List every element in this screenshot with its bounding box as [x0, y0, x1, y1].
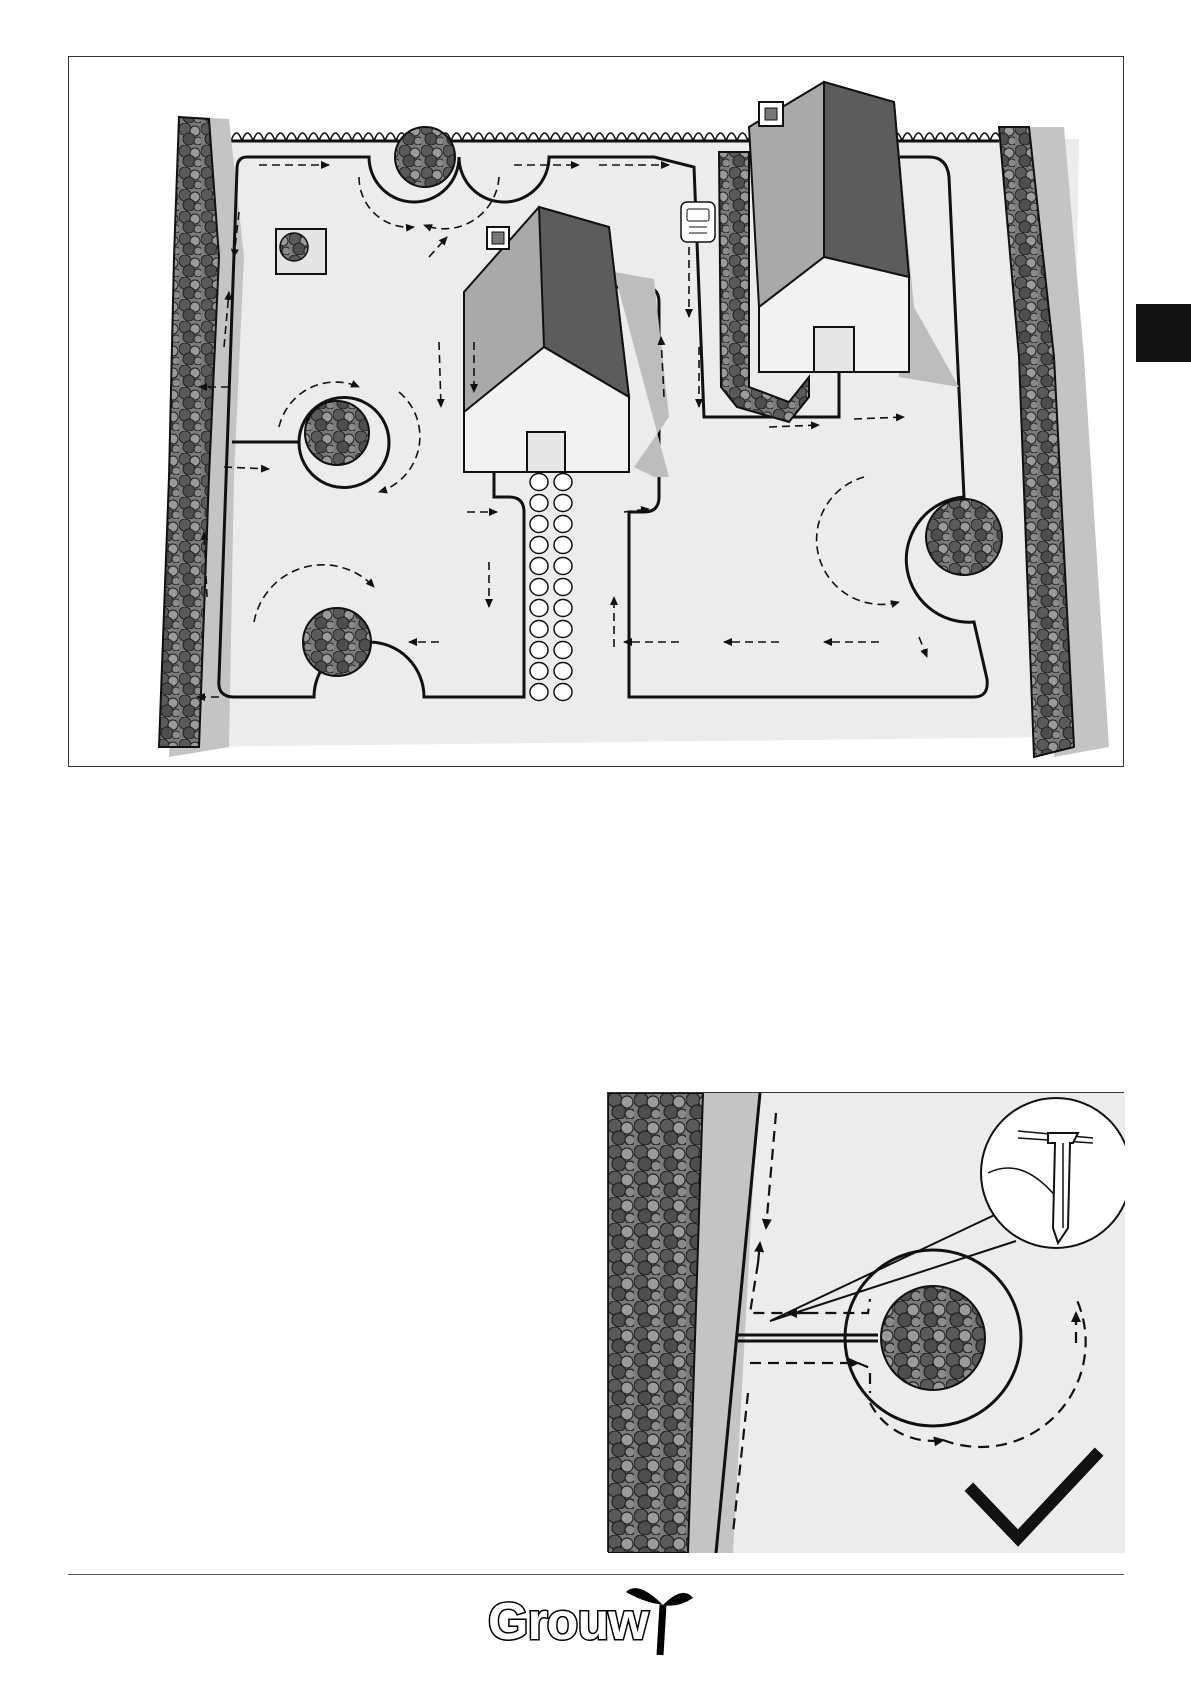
wire-detail-drawing	[608, 1093, 1125, 1553]
robot-mower-icon	[681, 202, 715, 242]
section-tab-marker	[1136, 304, 1191, 362]
shrub-left-circle	[305, 401, 369, 465]
footer-divider	[68, 1574, 1124, 1575]
garden-layout-drawing	[69, 57, 1125, 768]
wire-detail-figure	[607, 1092, 1124, 1552]
registered-mark: ®	[676, 1594, 684, 1606]
shrub-bottom	[303, 608, 371, 676]
brand-name: Grouw	[488, 1592, 648, 1652]
shrub-top	[395, 127, 455, 187]
detail-shrub	[881, 1286, 985, 1390]
shrub-right	[926, 499, 1002, 575]
square-flower-bed	[276, 229, 326, 274]
garden-layout-figure	[68, 56, 1124, 767]
detail-hedge	[608, 1093, 758, 1553]
brand-logo: Grouw ®	[488, 1580, 698, 1660]
